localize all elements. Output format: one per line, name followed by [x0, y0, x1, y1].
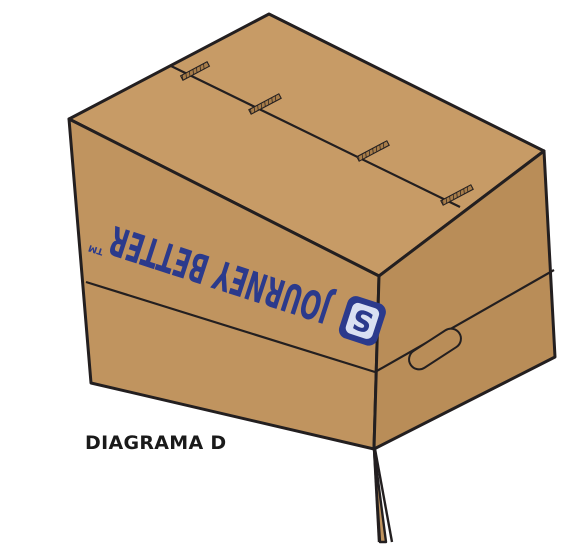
diagram-label: DIAGRAMA D — [85, 432, 226, 454]
